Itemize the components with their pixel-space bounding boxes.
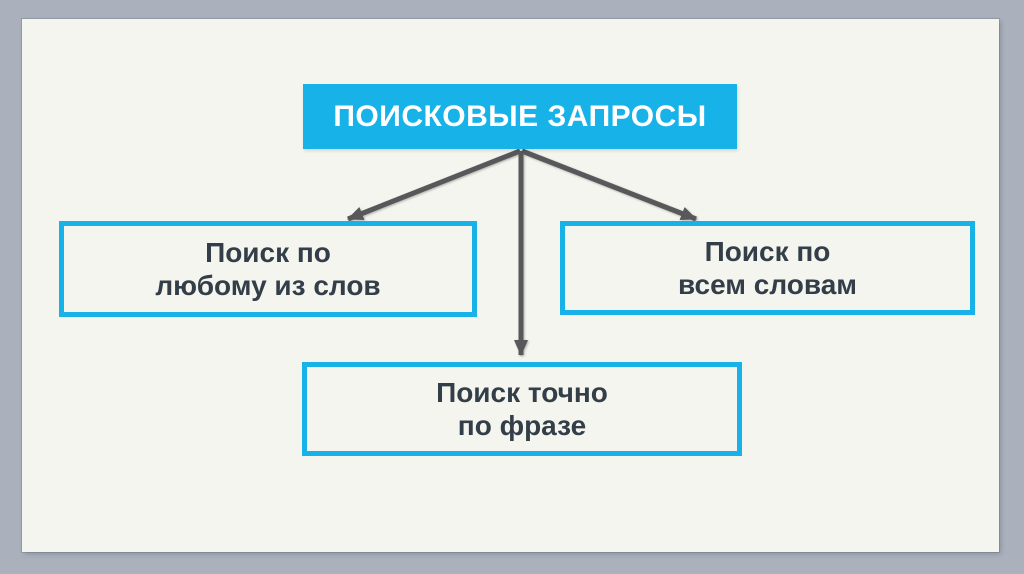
slide: ПОИСКОВЫЕ ЗАПРОСЫ Поиск по любому из сло… [22,19,999,552]
arrow-to-any-words [347,148,521,222]
node-search-all-words: Поиск по всем словам [560,221,975,315]
node-label-line: по фразе [457,410,587,441]
node-label-line: Поиск по [205,237,331,268]
root-node-search-queries: ПОИСКОВЫЕ ЗАПРОСЫ [303,84,737,149]
node-label-line: Поиск точно [436,377,608,408]
root-node-label: ПОИСКОВЫЕ ЗАПРОСЫ [333,99,707,133]
node-search-exact-phrase: Поиск точно по фразе [302,362,742,456]
node-label-line: всем словам [677,269,857,300]
node-label-line: любому из слов [155,270,381,301]
node-label-line: Поиск по [704,236,831,267]
node-search-any-words: Поиск по любому из слов [59,221,477,317]
arrow-to-all-words [521,148,697,222]
